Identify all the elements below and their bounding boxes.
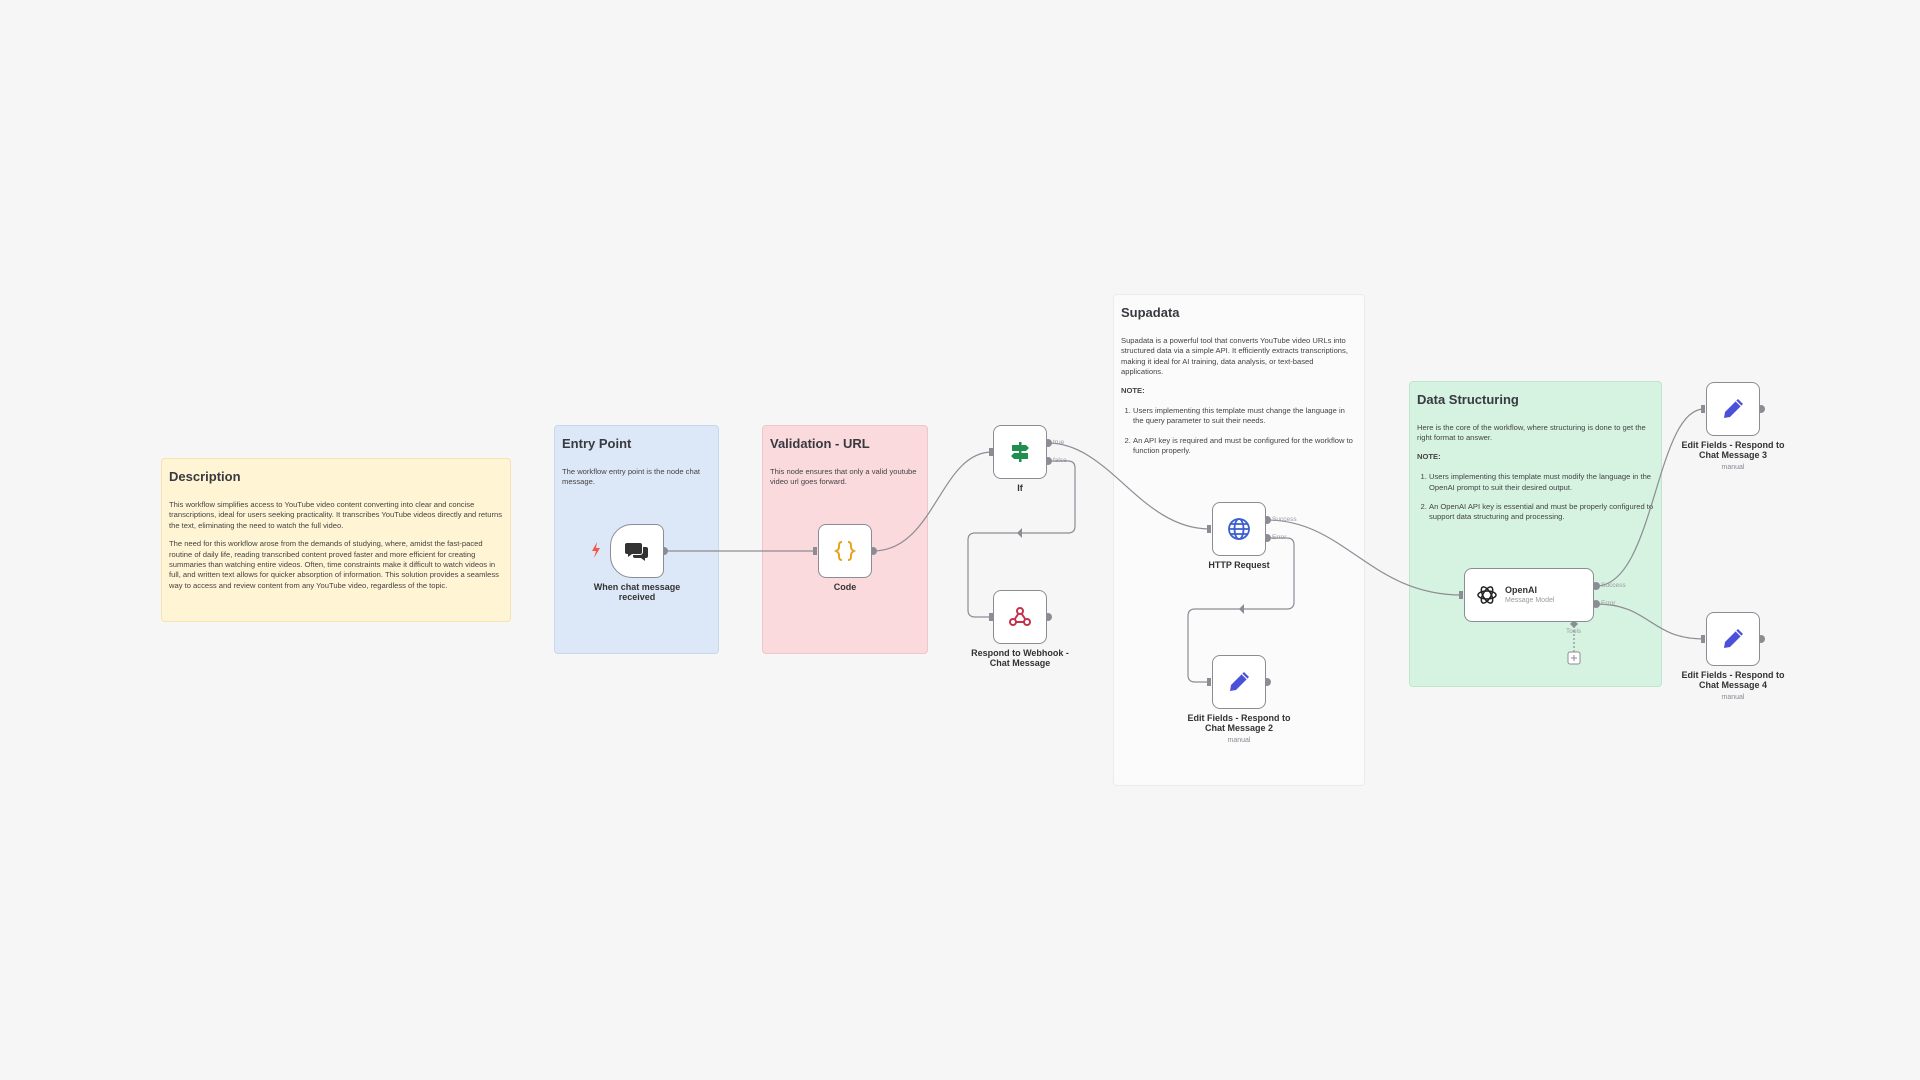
sticky-title: Data Structuring [1417, 392, 1519, 407]
sticky-text: Here is the core of the workflow, where … [1417, 423, 1646, 443]
node-subtitle: manual [1227, 737, 1251, 744]
port-label-true: true [1053, 439, 1065, 446]
openai-icon [1477, 586, 1497, 604]
trigger-bolt-icon [592, 542, 600, 558]
sticky-list-item: An API key is required and must be confi… [1133, 436, 1357, 457]
connection-code-to-if [872, 451, 993, 552]
node-label: Edit Fields - Respond to Chat Message 3 [1681, 440, 1785, 460]
port-label-tools: Tools [1566, 628, 1582, 635]
node-edit-fields-4[interactable] [1706, 612, 1760, 666]
node-label: Respond to Webhook - Chat Message [971, 648, 1069, 668]
connection-if-true-to-http [1047, 442, 1211, 530]
node-subtitle: manual [1721, 694, 1745, 701]
sticky-title: Supadata [1121, 305, 1180, 320]
port-label-error: Error [1601, 600, 1616, 607]
sticky-text: This node ensures that only a valid yout… [770, 467, 917, 487]
pencil-icon [1724, 399, 1743, 418]
node-edit-fields-2[interactable] [1212, 655, 1266, 709]
sticky-note-label: NOTE: [1121, 385, 1145, 395]
node-subtitle: manual [1721, 464, 1745, 471]
sticky-text: The need for this workflow arose from th… [169, 539, 499, 590]
node-if[interactable] [993, 425, 1047, 479]
sticky-list-item: Users implementing this template must ch… [1133, 406, 1357, 427]
node-subtitle: Message Model [1505, 597, 1555, 604]
sticky-list-item: Users implementing this template must mo… [1429, 472, 1654, 493]
sticky-text: This workflow simplifies access to YouTu… [169, 500, 503, 530]
node-chat-trigger[interactable] [610, 524, 664, 578]
sticky-list: Users implementing this template must ch… [1121, 406, 1357, 457]
webhook-icon [1009, 607, 1031, 626]
globe-icon [1228, 518, 1250, 540]
sticky-title: Description [169, 469, 241, 484]
node-label: Code [833, 582, 857, 592]
sticky-list: Users implementing this template must mo… [1417, 472, 1654, 523]
node-edit-fields-3[interactable] [1706, 382, 1760, 436]
sticky-text: The workflow entry point is the node cha… [562, 467, 701, 487]
connection-http-success-to-openai [1266, 519, 1463, 596]
node-title: OpenAI [1505, 585, 1538, 595]
connection-openai-success-to-edit3 [1595, 408, 1705, 587]
node-code[interactable] [818, 524, 872, 578]
port-label-success: Success [1601, 582, 1626, 589]
node-http-request[interactable] [1212, 502, 1266, 556]
port-label-false: false [1053, 457, 1067, 464]
connection-openai-error-to-edit4 [1595, 603, 1705, 640]
sticky-description[interactable]: Description This workflow simplifies acc… [161, 458, 511, 622]
node-label: Edit Fields - Respond to Chat Message 4 [1681, 670, 1785, 690]
pencil-icon [1230, 672, 1249, 691]
port-label-error: Error [1272, 534, 1287, 541]
node-respond-webhook[interactable] [993, 590, 1047, 644]
sticky-title: Validation - URL [770, 436, 870, 451]
node-label: If [1017, 483, 1023, 493]
sticky-note-label: NOTE: [1417, 451, 1441, 461]
node-label: HTTP Request [1208, 560, 1270, 570]
chat-icon [625, 543, 648, 561]
node-label: Edit Fields - Respond to Chat Message 2 [1187, 713, 1291, 733]
node-label: When chat message received [593, 582, 681, 602]
sticky-title: Entry Point [562, 436, 632, 451]
node-openai[interactable]: OpenAI Message Model [1464, 568, 1594, 622]
sticky-data-structuring[interactable]: Data Structuring Here is the core of the… [1409, 381, 1662, 687]
pencil-icon [1724, 629, 1743, 648]
sticky-list-item: An OpenAI API key is essential and must … [1429, 502, 1654, 523]
signpost-icon [1011, 442, 1029, 462]
sticky-text: Supadata is a powerful tool that convert… [1121, 336, 1348, 377]
braces-icon [833, 541, 857, 561]
port-label-success: Success [1272, 516, 1297, 523]
